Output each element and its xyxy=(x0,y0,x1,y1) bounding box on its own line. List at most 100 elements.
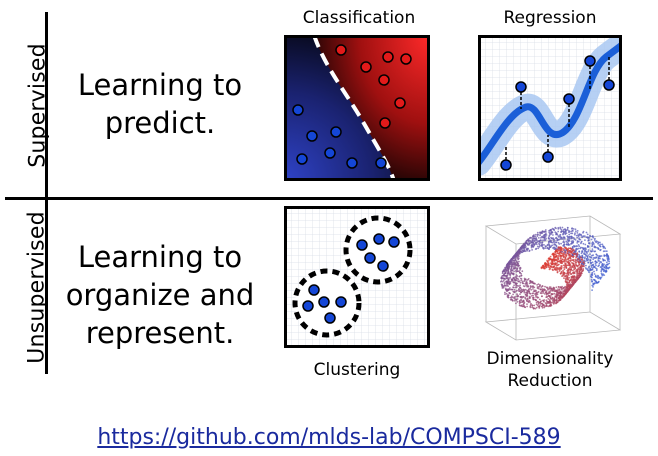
swiss-roll-point xyxy=(543,300,545,303)
swiss-roll-point xyxy=(559,298,562,301)
dimensionality-reduction-panel xyxy=(484,215,622,341)
swiss-roll-point xyxy=(576,240,579,243)
swiss-roll-point xyxy=(600,261,603,264)
swiss-roll-point xyxy=(599,248,602,251)
swiss-roll-point xyxy=(510,298,513,301)
swiss-roll-point xyxy=(545,291,547,293)
swiss-roll-point xyxy=(591,248,594,250)
swiss-roll-point xyxy=(513,296,516,299)
clustering-panel xyxy=(284,206,430,348)
cluster-point xyxy=(377,260,389,272)
swiss-roll-point xyxy=(590,261,592,264)
swiss-roll-point xyxy=(587,239,590,241)
swiss-roll-point xyxy=(508,265,511,268)
swiss-roll-point xyxy=(543,236,546,239)
swiss-roll-point xyxy=(548,246,551,249)
swiss-roll-point xyxy=(505,288,507,291)
swiss-roll-point xyxy=(514,286,517,289)
swiss-roll-point xyxy=(604,259,606,262)
swiss-roll-point xyxy=(548,244,551,247)
swiss-roll-point xyxy=(503,282,506,285)
swiss-roll-point xyxy=(524,283,527,285)
swiss-roll-point xyxy=(545,293,548,296)
swiss-roll-point xyxy=(562,228,565,231)
swiss-roll-point xyxy=(580,268,583,270)
swiss-roll-point xyxy=(534,248,537,250)
swiss-roll-point xyxy=(590,250,593,253)
swiss-roll-point xyxy=(528,297,531,300)
swiss-roll-point xyxy=(540,231,542,234)
swiss-roll-point xyxy=(591,268,594,270)
swiss-roll-point xyxy=(602,250,605,253)
swiss-roll-point xyxy=(539,304,541,306)
swiss-roll-point xyxy=(544,262,547,265)
swiss-roll-point xyxy=(544,245,547,248)
regression-curve xyxy=(481,42,619,165)
swiss-roll-point xyxy=(573,251,575,254)
swiss-roll-point xyxy=(516,289,518,292)
swiss-roll-point xyxy=(534,235,537,238)
swiss-roll-point xyxy=(544,229,547,231)
swiss-roll-point xyxy=(570,251,573,254)
swiss-roll-point xyxy=(571,253,574,256)
swiss-roll-point xyxy=(531,237,533,239)
swiss-roll-point xyxy=(551,259,553,262)
cluster-lower xyxy=(292,268,362,338)
swiss-roll-point xyxy=(562,287,565,290)
swiss-roll-point xyxy=(564,233,567,236)
swiss-roll-point xyxy=(555,250,558,253)
swiss-roll-point xyxy=(584,267,587,269)
swiss-roll-point xyxy=(501,286,504,288)
swiss-roll-point xyxy=(587,254,589,256)
swiss-roll-point xyxy=(526,282,528,285)
swiss-roll-point xyxy=(537,247,540,250)
swiss-roll-point xyxy=(535,238,537,241)
swiss-roll-point xyxy=(540,290,543,293)
swiss-roll-point xyxy=(562,253,564,256)
swiss-roll-point xyxy=(524,297,527,300)
swiss-roll-point xyxy=(515,260,518,262)
swiss-roll-point xyxy=(565,249,567,252)
swiss-roll-point xyxy=(568,231,570,234)
swiss-roll-point xyxy=(563,255,565,258)
swiss-roll-point xyxy=(601,243,604,246)
swiss-roll-point xyxy=(591,284,594,287)
swiss-roll-point xyxy=(548,235,551,238)
swiss-roll-point xyxy=(580,258,583,261)
swiss-roll-point xyxy=(537,283,540,285)
swiss-roll-point xyxy=(557,230,560,233)
swiss-roll-point xyxy=(533,234,535,236)
swiss-roll-point xyxy=(586,269,589,272)
swiss-roll-point xyxy=(569,283,572,285)
swiss-roll-point xyxy=(559,227,562,230)
swiss-roll-point xyxy=(565,291,568,294)
github-link[interactable]: https://github.com/mlds-lab/COMPSCI-589 xyxy=(97,425,561,450)
swiss-roll-point xyxy=(557,260,560,263)
blue-point xyxy=(346,157,358,169)
swiss-roll-point xyxy=(564,279,567,281)
swiss-roll-point xyxy=(563,237,566,240)
swiss-roll-point xyxy=(601,273,603,276)
swiss-roll-point xyxy=(585,250,587,253)
swiss-roll-point xyxy=(524,288,527,291)
regression-title: Regression xyxy=(503,8,597,28)
regression-point xyxy=(515,81,527,93)
swiss-roll-point xyxy=(535,237,538,239)
swiss-roll-point xyxy=(604,247,607,250)
swiss-roll-point xyxy=(604,271,607,273)
swiss-roll-point xyxy=(588,242,590,245)
unsupervised-desc-line1: Learning to xyxy=(77,240,243,274)
swiss-roll-point xyxy=(511,296,514,299)
swiss-roll-point xyxy=(589,259,592,261)
swiss-roll-point xyxy=(541,239,544,242)
swiss-roll-point xyxy=(505,283,508,285)
swiss-roll-point xyxy=(532,282,534,284)
swiss-roll-point xyxy=(518,304,521,306)
swiss-roll-point xyxy=(544,230,547,233)
swiss-roll-point xyxy=(538,242,540,245)
swiss-roll-point xyxy=(506,264,509,267)
swiss-roll-point xyxy=(524,306,526,308)
swiss-roll-point xyxy=(582,263,585,266)
swiss-roll-point xyxy=(575,249,577,251)
swiss-roll-point xyxy=(584,249,587,252)
